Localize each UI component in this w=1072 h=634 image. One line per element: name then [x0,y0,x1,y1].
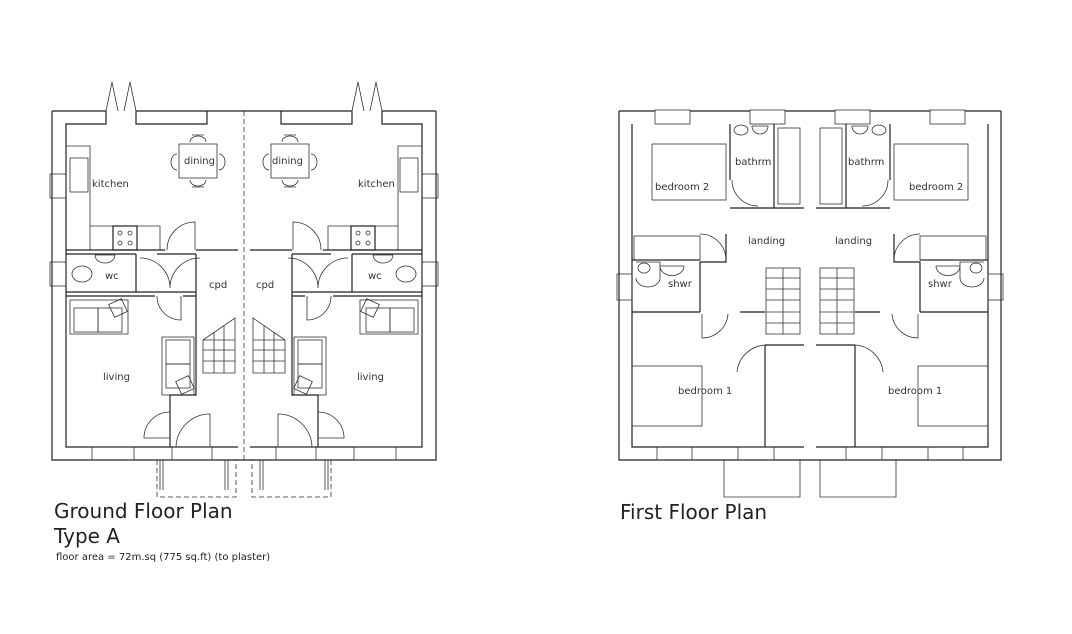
room-label-kitchen: kitchen [92,179,129,190]
floor-area-note: floor area = 72m.sq (775 sq.ft) (to plas… [56,552,271,563]
ground-floor-title: Ground Floor Plan [54,499,233,523]
room-label-bedroom-1: bedroom 1 [888,386,942,397]
room-label-wc: wc [105,271,119,282]
room-label-landing: landing [835,236,872,247]
room-label-shower: shwr [928,279,953,290]
room-label-bedroom-1: bedroom 1 [678,386,732,397]
room-label-cpd: cpd [209,280,227,291]
room-label-living: living [357,372,384,383]
room-label-bathroom: bathrm [735,157,771,168]
first-floor-right-unit [809,109,1004,498]
room-label-landing: landing [748,236,785,247]
room-label-bathroom: bathrm [848,157,884,168]
first-floor-left-unit [616,109,811,498]
room-label-bedroom-2: bedroom 2 [909,182,963,193]
room-label-dining: dining [184,156,215,167]
first-floor-title: First Floor Plan [620,500,768,524]
room-label-bedroom-2: bedroom 2 [655,182,709,193]
room-label-cpd: cpd [256,280,274,291]
room-label-living: living [103,372,130,383]
room-label-shower: shwr [668,279,693,290]
room-label-kitchen: kitchen [358,179,395,190]
room-label-wc: wc [368,271,382,282]
room-label-dining: dining [272,156,303,167]
plan-type: Type A [54,524,120,548]
